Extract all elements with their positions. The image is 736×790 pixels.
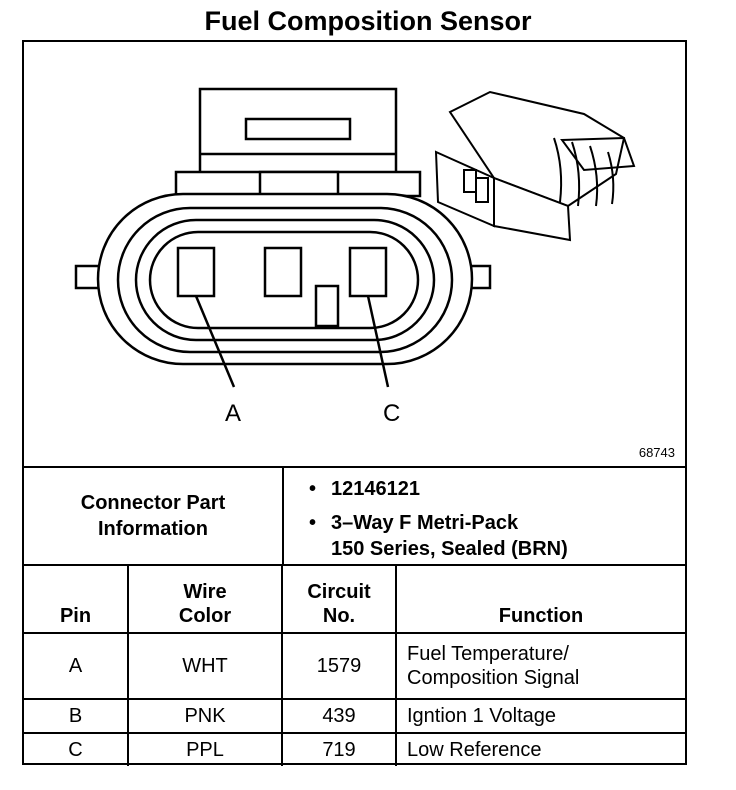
part-number-item: • 12146121 [309,476,568,502]
part-number: 12146121 [331,478,420,500]
mating-connector-view [434,90,636,242]
function-cell: Low Reference [395,732,685,766]
header-pin: Pin [24,566,129,634]
pin-a-label: A [225,400,242,427]
pin-b-cavity [263,246,303,298]
connector-face [148,230,420,330]
page-title: Fuel Composition Sensor [204,6,532,36]
connector-info-list: • 12146121 • 3–Way F Metri-Pack 150 Seri… [309,476,568,562]
header-function: Function [395,566,685,634]
wire-color-cell: WHT [127,632,283,700]
wire-color-cell: PNK [127,698,283,734]
table-row: C PPL 719 Low Reference [24,732,685,766]
circuit-cell: 1579 [281,632,397,700]
pin-a-cavity [176,246,216,298]
circuit-cell: 719 [281,732,397,766]
connector-key [314,284,340,328]
pin-a-leader [194,295,236,388]
wire-color-cell: PPL [127,732,283,766]
table-row: B PNK 439 Igntion 1 Voltage [24,698,685,734]
connector-info-heading-line1: Connector Part [80,492,226,514]
pin-cell: A [24,632,129,700]
connector-info-heading-line2: Information [98,518,208,540]
function-cell: Fuel Temperature/ Composition Signal [395,632,685,700]
pin-c-cavity [348,246,388,298]
connector-diagram: A C 68743 [24,42,685,468]
connector-drawing [74,87,636,388]
connector-description-item: • 3–Way F Metri-Pack 150 Series, Sealed … [309,510,568,562]
pin-c-label: C [383,400,401,427]
pin-c-leader [366,295,390,388]
connector-description-line2: 150 Series, Sealed (BRN) [331,538,568,560]
bullet-icon: • [309,478,317,500]
connector-seal-ring [116,206,454,354]
circuit-cell: 439 [281,698,397,734]
connector-description-line1: 3–Way F Metri-Pack [331,512,519,534]
figure-number: 68743 [638,445,675,460]
pin-table-header: Pin Wire Color Circuit No. Function [24,566,685,634]
pin-table: Pin Wire Color Circuit No. Function A WH… [24,566,685,766]
header-wire-color: Wire Color [127,566,283,634]
pin-cell: B [24,698,129,734]
header-circuit: Circuit No. [281,566,397,634]
connector-inner-ring [134,218,436,342]
connector-part-info: Connector Part Information • 12146121 • … [24,468,685,566]
bullet-icon: • [309,512,317,534]
pin-cell: C [24,732,129,766]
function-cell: Igntion 1 Voltage [395,698,685,734]
sensor-sheet: A C 68743 Connector Part Information • 1… [22,40,687,766]
latch-window [244,117,352,141]
connector-info-heading: Connector Part Information [24,468,284,564]
table-row: A WHT 1579 Fuel Temperature/ Composition… [24,632,685,700]
